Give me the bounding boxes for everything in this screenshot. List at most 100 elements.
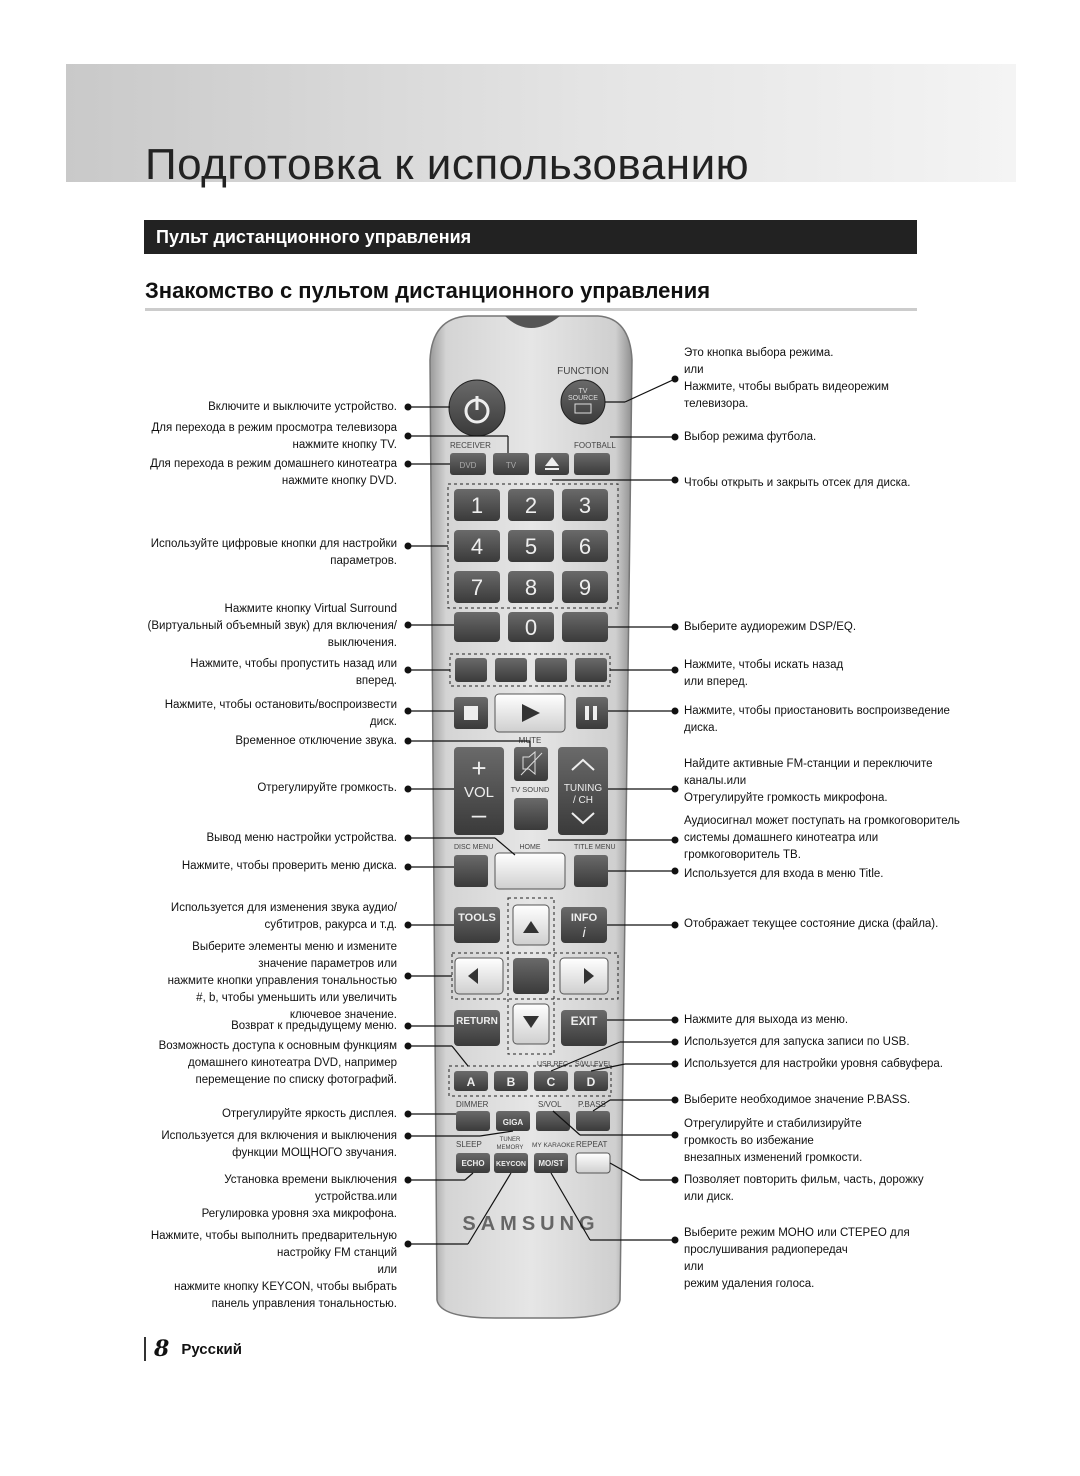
title-menu-button [574,855,608,887]
svg-text:KEYCON: KEYCON [496,1161,526,1168]
right-label-8: Аудиосигнал может поступать на громкогов… [684,815,960,861]
right-label-14: Выберите необходимое значение P.BASS. [684,1094,911,1106]
svg-text:0: 0 [525,615,537,640]
tv-button [493,453,529,475]
right-label-11: Нажмите для выхода из меню. [684,1014,849,1026]
page-language: Русский [181,1340,242,1358]
svg-text:ECHO: ECHO [461,1159,484,1168]
svg-text:9: 9 [579,575,591,600]
svg-text:USB REC: USB REC [537,1061,568,1068]
svg-text:DIMMER: DIMMER [456,1100,489,1109]
svg-text:TV SOUND: TV SOUND [511,785,550,794]
svg-text:8: 8 [525,575,537,600]
page-number: 8 [154,1336,170,1362]
svg-text:TUNER: TUNER [500,1137,521,1143]
right-label-6: Нажмите, чтобы приостановить воспроизвед… [684,705,950,734]
footer-bar [144,1337,146,1361]
section-title: Пульт дистанционного управления [156,227,472,247]
right-label-3: Чтобы открыть и закрыть отсек для диска. [684,477,911,489]
svg-text:TV: TV [579,388,588,395]
left-label-1: Включите и выключите устройство. [208,401,397,413]
svg-text:/ CH: / CH [573,795,593,806]
svg-text:TITLE MENU: TITLE MENU [574,844,616,851]
left-label-9: Отрегулируйте громкость. [257,782,397,794]
svg-text:MEMORY: MEMORY [497,1145,524,1151]
left-label-12: Используется для изменения звука аудио/с… [170,902,397,931]
color-buttons: A B C D [454,1071,608,1091]
section-bar: Пульт дистанционного управления [144,220,917,254]
header-band [66,64,1016,182]
svg-text:VOL: VOL [464,784,494,801]
right-label-7: Найдите активные FM-станции и переключит… [684,758,933,804]
left-label-14: Возврат к предыдущему меню. [231,1020,397,1032]
tv-sound-button [514,798,548,830]
svg-text:B: B [507,1075,516,1089]
svg-text:GIGA: GIGA [503,1118,524,1127]
leader-dots-left [404,403,412,1248]
dvd-button [450,453,486,475]
svg-text:TV: TV [506,461,517,470]
samsung-logo: SAMSUNG [462,1213,599,1235]
info-button [561,907,607,943]
right-label-9: Используется для входа в меню Title. [684,868,884,880]
right-label-12: Используется для запуска записи по USB. [684,1036,910,1048]
svg-text:D: D [587,1075,596,1089]
return-button [454,1010,500,1046]
right-label-16: Позволяет повторить фильм, часть, дорожк… [684,1174,924,1203]
left-label-8: Временное отключение звука. [235,735,397,747]
page-footer: 8 Русский [144,1336,242,1362]
svg-text:SOURCE: SOURCE [568,395,598,402]
left-label-4: Используйте цифровые кнопки для настройк… [150,538,397,567]
left-label-10: Вывод меню настройки устройства. [206,832,397,844]
left-label-3: Для перехода в режим домашнего кинотеатр… [150,458,397,487]
disc-menu-button [454,855,488,887]
svg-text:S/W LEVEL: S/W LEVEL [575,1061,612,1068]
svg-text:C: C [547,1075,556,1089]
svg-text:4: 4 [471,534,483,559]
svg-text:HOME: HOME [520,844,541,851]
right-label-13: Используется для настройки уровня сабвуф… [684,1058,943,1070]
most-button [534,1153,568,1173]
pbass-button [576,1111,610,1131]
svg-text:DVD: DVD [460,461,477,470]
svg-text:EXIT: EXIT [571,1014,598,1028]
function-label: FUNCTION [557,366,609,377]
pause-button [576,697,608,729]
nav-left-button [454,957,504,995]
tv-source-button [560,379,606,425]
svg-text:P.BASS: P.BASS [578,1100,606,1109]
svg-text:–: – [472,799,487,829]
left-label-11: Нажмите, чтобы проверить меню диска. [181,860,397,872]
svg-text:1: 1 [471,493,483,518]
svg-text:RECEIVER: RECEIVER [450,441,491,450]
svg-text:FOOTBALL: FOOTBALL [574,441,616,450]
svg-text:INFO: INFO [571,912,598,924]
tools-button [454,907,500,943]
vol-rocker [454,747,504,835]
svg-text:6: 6 [579,534,591,559]
right-label-2: Выбор режима футбола. [684,431,817,443]
keycon-button [494,1153,528,1173]
subtitle: Знакомство с пультом дистанционного упра… [145,278,711,303]
svg-text:MY KARAOKE: MY KARAOKE [532,1142,576,1149]
giga-button [496,1111,530,1131]
svg-text:TOOLS: TOOLS [458,912,496,924]
leader-lines-left [408,406,531,1245]
enter-button [513,958,549,994]
svg-text:MO/ST: MO/ST [538,1159,563,1168]
football-button [574,453,610,475]
exit-button [561,1010,607,1046]
left-label-19: Нажмите, чтобы выполнить предварительную… [150,1230,397,1310]
svg-text:S/VOL: S/VOL [538,1100,562,1109]
right-label-10: Отображает текущее состояние диска (файл… [684,918,939,930]
svg-text:DISC MENU: DISC MENU [454,844,493,851]
svg-text:5: 5 [525,534,537,559]
